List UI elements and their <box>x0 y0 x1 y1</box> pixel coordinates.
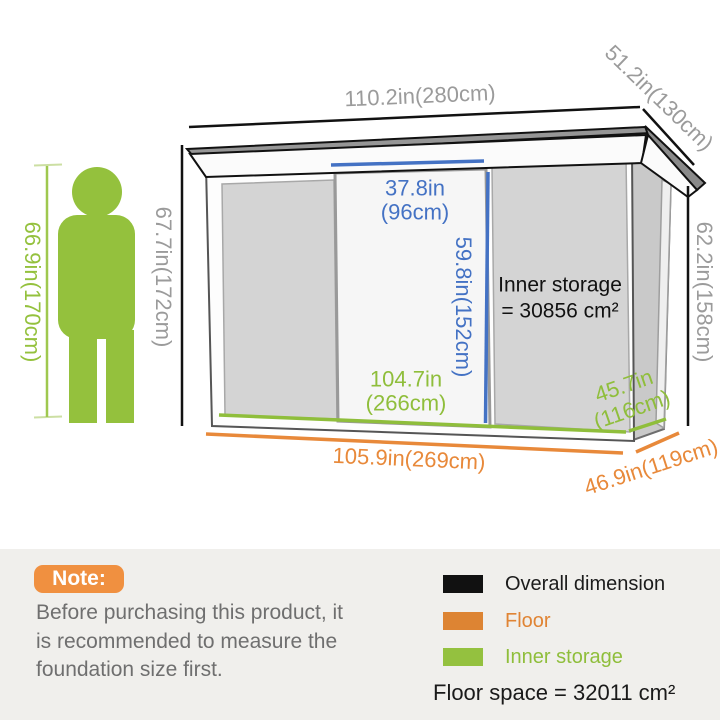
overall-width-line <box>188 105 641 129</box>
shed-door <box>333 167 492 429</box>
legend-label: Inner storage <box>505 645 623 668</box>
shed-right-panel <box>491 156 631 433</box>
shed <box>184 125 707 443</box>
person-scale-tick-top <box>33 163 63 167</box>
dimension-lines <box>180 105 695 455</box>
inner-storage-swatch <box>443 648 483 666</box>
info-panel: Note: Before purchasing this product, it… <box>0 549 720 720</box>
legend-label: Floor <box>505 609 551 632</box>
overall-depth-line <box>642 108 695 166</box>
overall-dimension-swatch <box>443 575 483 593</box>
note-text: Before purchasing this product, it is re… <box>36 601 344 682</box>
inner-width-line <box>218 413 627 434</box>
inner-depth-line <box>628 417 667 433</box>
legend-item-floor: Floor <box>443 610 551 632</box>
person-right-leg <box>106 330 134 423</box>
person-figure <box>33 163 135 423</box>
person-head <box>72 167 122 217</box>
legend-item-overall-dimension: Overall dimension <box>443 573 665 595</box>
shed-left-panel <box>221 179 338 420</box>
door-height-line <box>483 171 490 424</box>
floor-swatch <box>443 612 483 630</box>
floor-depth-line <box>635 431 680 454</box>
shed-dimension-diagram <box>33 105 707 455</box>
floor-width-line <box>205 432 624 455</box>
door-width-line <box>330 159 485 167</box>
floor-space-total: Floor space = 32011 cm² <box>433 680 676 705</box>
legend-label: Overall dimension <box>505 572 666 595</box>
person-body <box>58 215 135 339</box>
legend-item-inner-storage: Inner storage <box>443 646 623 668</box>
note-badge: Note: <box>34 565 124 593</box>
person-left-leg <box>69 330 97 423</box>
